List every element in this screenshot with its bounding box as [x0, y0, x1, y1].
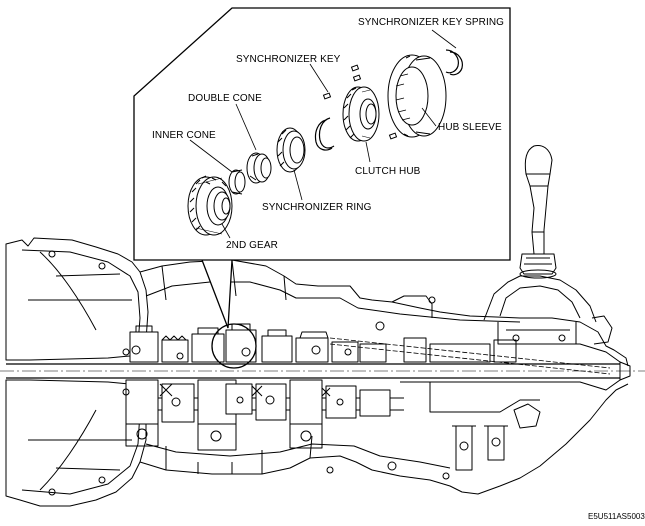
label-double-cone: DOUBLE CONE: [188, 93, 262, 104]
label-hub-sleeve: HUB SLEEVE: [438, 122, 502, 133]
key-spring-right: [445, 49, 463, 76]
figure-code: E5U511AS5003: [588, 512, 645, 521]
key-spring-left: [314, 117, 335, 151]
synchronizer-ring: [276, 127, 306, 173]
leader-lines: [189, 29, 457, 239]
label-inner-cone: INNER CONE: [152, 130, 216, 141]
hub-sleeve: [387, 54, 447, 138]
clutch-hub: [342, 86, 380, 142]
transmission-assembly: [0, 145, 645, 507]
label-second-gear: 2ND GEAR: [226, 240, 278, 251]
detail-callout-circle: [211, 323, 257, 369]
label-synchronizer-key: SYNCHRONIZER KEY: [236, 54, 341, 65]
synchronizer-keys: [322, 64, 398, 140]
label-clutch-hub: CLUTCH HUB: [355, 166, 421, 177]
second-gear: [187, 175, 233, 236]
inner-cone: [228, 169, 246, 195]
double-cone: [246, 152, 272, 184]
label-synchronizer-ring: SYNCHRONIZER RING: [262, 202, 372, 213]
label-synchronizer-key-spring: SYNCHRONIZER KEY SPRING: [358, 17, 505, 28]
